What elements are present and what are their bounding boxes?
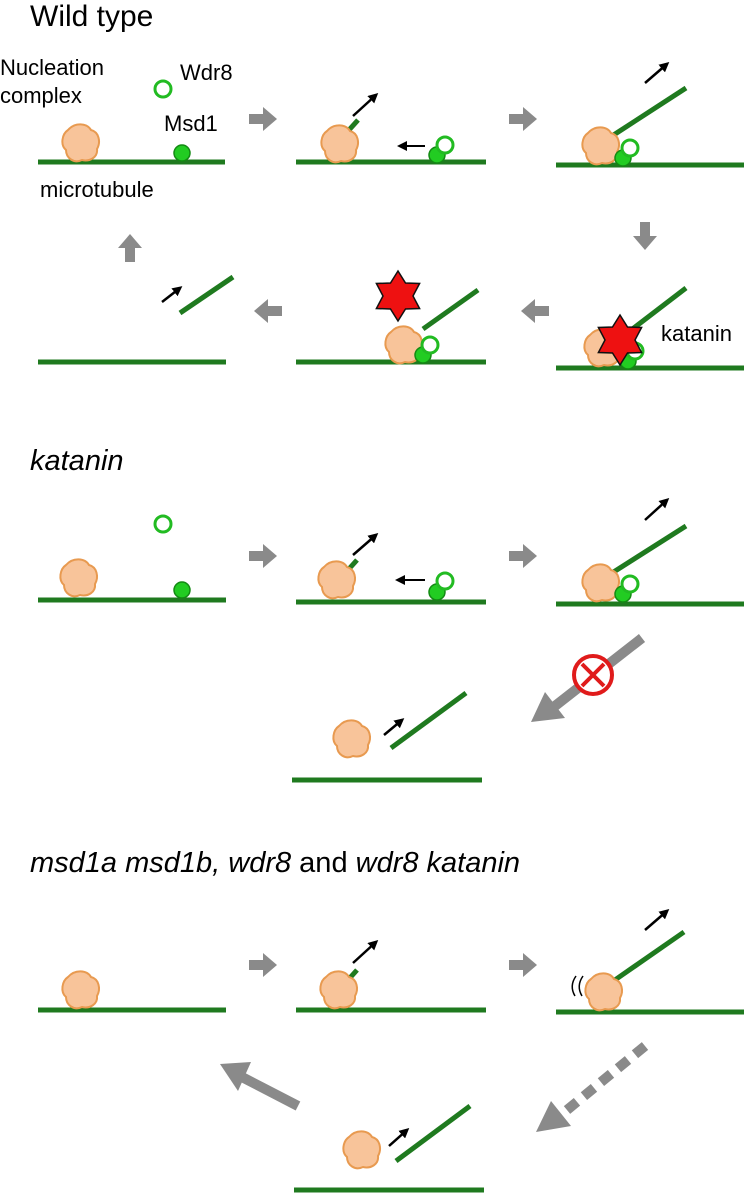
wdr8-label: Wdr8 xyxy=(180,60,233,85)
inefficient-transition xyxy=(536,1042,649,1132)
section-title-katanin: katanin xyxy=(30,445,124,477)
dm-panel-2 xyxy=(296,939,486,1013)
process-arrow-icon xyxy=(249,107,277,131)
growth-arrow-icon xyxy=(644,497,670,521)
nucleation-complex-icon xyxy=(319,970,358,1010)
nucleation-complex-icon xyxy=(61,970,100,1010)
nucleation-complex-label-line1: Nucleation xyxy=(0,55,104,80)
dashed-process-arrow-icon xyxy=(563,1042,649,1114)
growth-arrow-icon xyxy=(644,909,670,931)
nucleation-complex-icon xyxy=(59,558,98,598)
process-arrow-icon xyxy=(237,1071,301,1111)
process-arrow-icon xyxy=(633,222,657,250)
process-arrowhead xyxy=(220,1062,251,1091)
kat-panel-2 xyxy=(296,533,486,605)
msd1-label: Msd1 xyxy=(164,111,218,136)
process-arrow-icon xyxy=(509,107,537,131)
wt-panel-1: Nucleation complex Wdr8 Msd1 microtubule xyxy=(0,55,233,202)
process-arrow-icon xyxy=(509,953,537,977)
nucleation-complex-label-line2: complex xyxy=(0,83,82,108)
released-microtubule xyxy=(389,690,468,751)
section-title-double-mutants: msd1a msd1b, wdr8 and wdr8 katanin xyxy=(30,847,520,879)
wt-panel-4: katanin xyxy=(556,286,744,371)
wdr8-icon xyxy=(620,574,640,594)
wt-panel-6 xyxy=(38,274,235,365)
dm-panel-1 xyxy=(38,970,226,1013)
severed-microtubule xyxy=(421,287,480,332)
released-microtubule xyxy=(394,1103,472,1164)
wdr8-icon xyxy=(435,135,455,155)
growth-arrow-icon xyxy=(352,533,379,556)
msd1-icon xyxy=(173,581,191,599)
wobble-mark-icon xyxy=(571,975,577,997)
dm-panel-4 xyxy=(294,1103,484,1193)
process-arrowhead xyxy=(536,1101,571,1132)
katanin-label: katanin xyxy=(661,321,732,346)
nascent-microtubule xyxy=(347,118,360,132)
wt-panel-2 xyxy=(296,92,486,165)
section-title-wild-type: Wild type xyxy=(30,0,153,33)
nucleation-complex-icon xyxy=(581,563,620,603)
wdr8-icon xyxy=(153,79,173,99)
process-arrow-icon xyxy=(249,544,277,568)
process-arrow-icon xyxy=(521,299,549,323)
growth-arrow-icon xyxy=(644,62,670,84)
msd1-icon xyxy=(173,144,191,162)
nucleation-complex-icon xyxy=(332,719,371,759)
process-arrowhead xyxy=(531,692,565,722)
growing-microtubule xyxy=(610,85,688,139)
process-arrow-icon xyxy=(509,544,537,568)
released-microtubule xyxy=(178,274,235,316)
dm-panel-3 xyxy=(556,909,744,1015)
kat-panel-3 xyxy=(556,497,744,607)
growing-microtubule xyxy=(610,523,688,576)
process-arrow-icon xyxy=(249,953,277,977)
nucleation-complex-icon xyxy=(581,126,620,166)
growth-arrow-icon xyxy=(352,939,379,964)
wdr8-icon xyxy=(153,514,173,534)
wdr8-icon xyxy=(420,335,440,355)
wdr8-icon xyxy=(620,138,640,158)
wobble-mark-icon xyxy=(578,975,584,997)
katanin-icon xyxy=(375,270,421,322)
growth-arrow-icon xyxy=(161,286,183,303)
nucleation-complex-icon xyxy=(342,1130,381,1170)
wt-panel-3 xyxy=(556,62,744,168)
kat-panel-1 xyxy=(38,514,226,603)
process-arrow-icon xyxy=(254,299,282,323)
nucleation-complex-icon xyxy=(317,560,356,600)
growing-microtubule xyxy=(610,929,686,985)
microtubule-label: microtubule xyxy=(40,177,154,202)
blocked-transition xyxy=(531,634,646,722)
nucleation-complex-icon xyxy=(320,124,359,164)
growth-arrow-icon xyxy=(388,1128,410,1147)
process-arrow-icon xyxy=(118,234,142,262)
nucleation-complex-icon xyxy=(61,123,100,163)
kat-panel-4 xyxy=(292,690,482,783)
wdr8-icon xyxy=(435,571,455,591)
growth-arrow-icon xyxy=(352,92,379,117)
growth-arrow-icon xyxy=(383,718,405,736)
return-transition xyxy=(220,1062,301,1111)
wt-panel-5 xyxy=(296,270,486,365)
nucleation-complex-icon xyxy=(584,972,623,1012)
